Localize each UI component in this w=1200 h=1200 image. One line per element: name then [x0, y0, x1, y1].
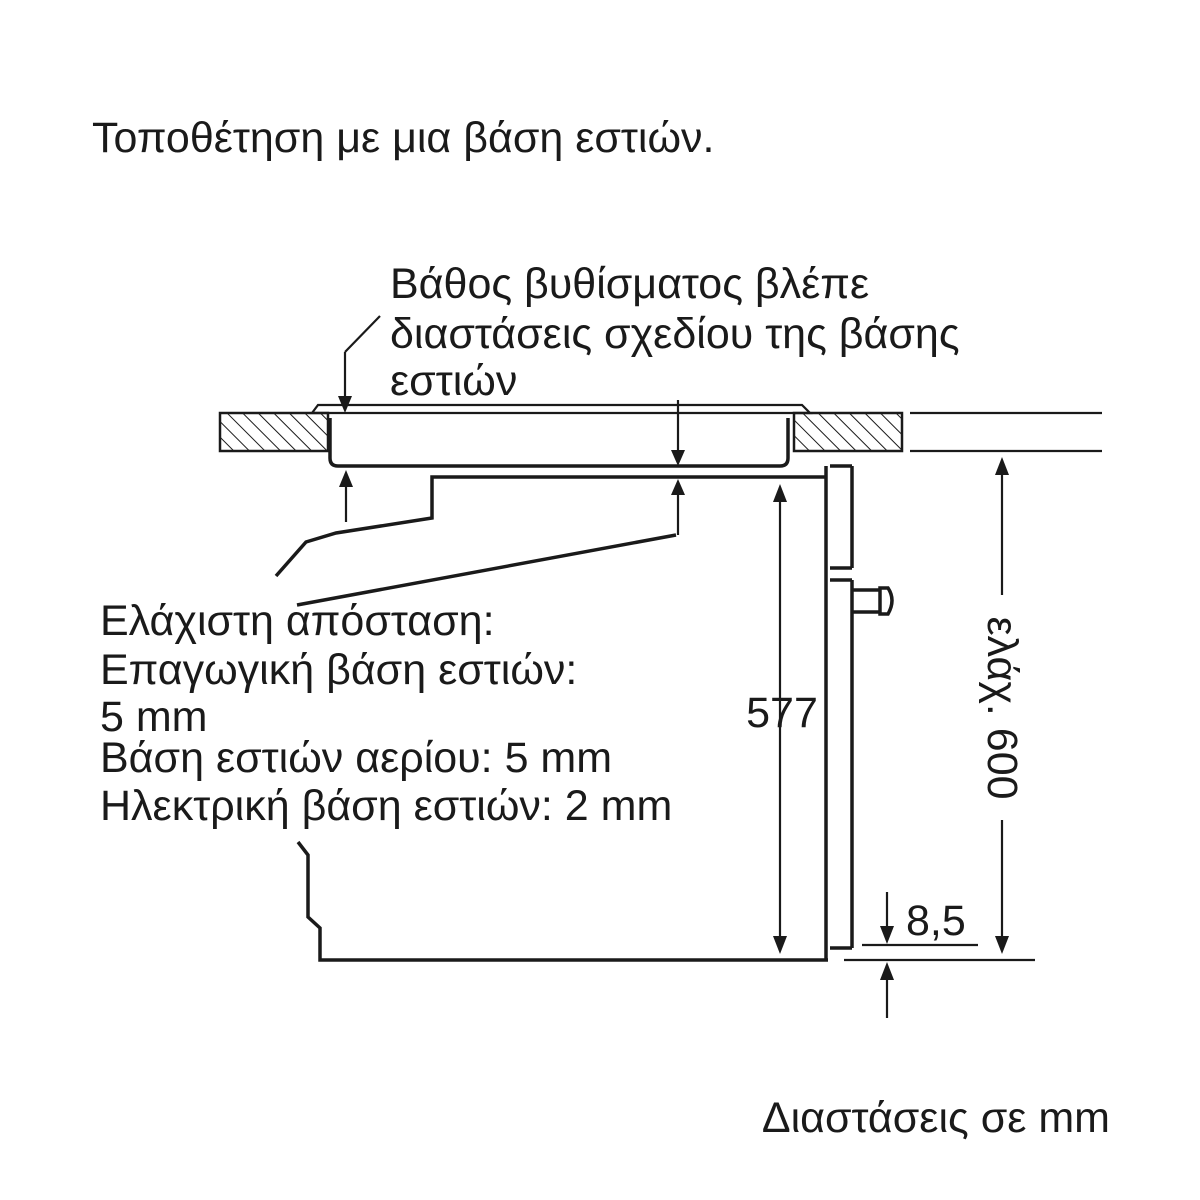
recess-depth-line-3: εστιών [390, 357, 517, 405]
dimension-niche-height-label: ελάχ. 600 [978, 616, 1026, 799]
dimension-oven-height: 577 [746, 484, 818, 954]
min-distance-line-2: Επαγωγική βάση εστιών: [100, 646, 577, 694]
oven-body [274, 464, 854, 962]
min-distance-line-1: Ελάχιστη απόσταση: [100, 597, 495, 645]
min-distance-note: Ελάχιστη απόσταση: Επαγωγική βάση εστιών… [100, 597, 672, 830]
recess-depth-note: Βάθος βυθίσματος βλέπε διαστάσεις σχεδίο… [390, 260, 960, 405]
recess-depth-leader [338, 315, 381, 413]
page-title: Τοποθέτηση με μια βάση εστιών. [92, 114, 715, 162]
min-distance-arrows [339, 400, 685, 535]
control-knob [852, 586, 894, 616]
recess-depth-line-2: διαστάσεις σχεδίου της βάσης [390, 310, 960, 358]
hob [309, 403, 813, 468]
recess-depth-line-1: Βάθος βυθίσματος βλέπε [390, 260, 869, 308]
dimension-oven-height-label: 577 [746, 689, 818, 737]
dimension-bottom-offset: 8,5 [862, 892, 978, 1018]
dimension-bottom-offset-label: 8,5 [906, 897, 966, 945]
min-distance-line-5: Ηλεκτρική βάση εστιών: 2 mm [100, 782, 672, 830]
min-distance-line-3: 5 mm [100, 693, 208, 741]
worktop [218, 411, 1102, 453]
min-distance-line-4: Βάση εστιών αερίου: 5 mm [100, 734, 612, 782]
units-note: Διαστάσεις σε mm [762, 1094, 1110, 1142]
dimension-niche-height: ελάχ. 600 [844, 457, 1035, 962]
